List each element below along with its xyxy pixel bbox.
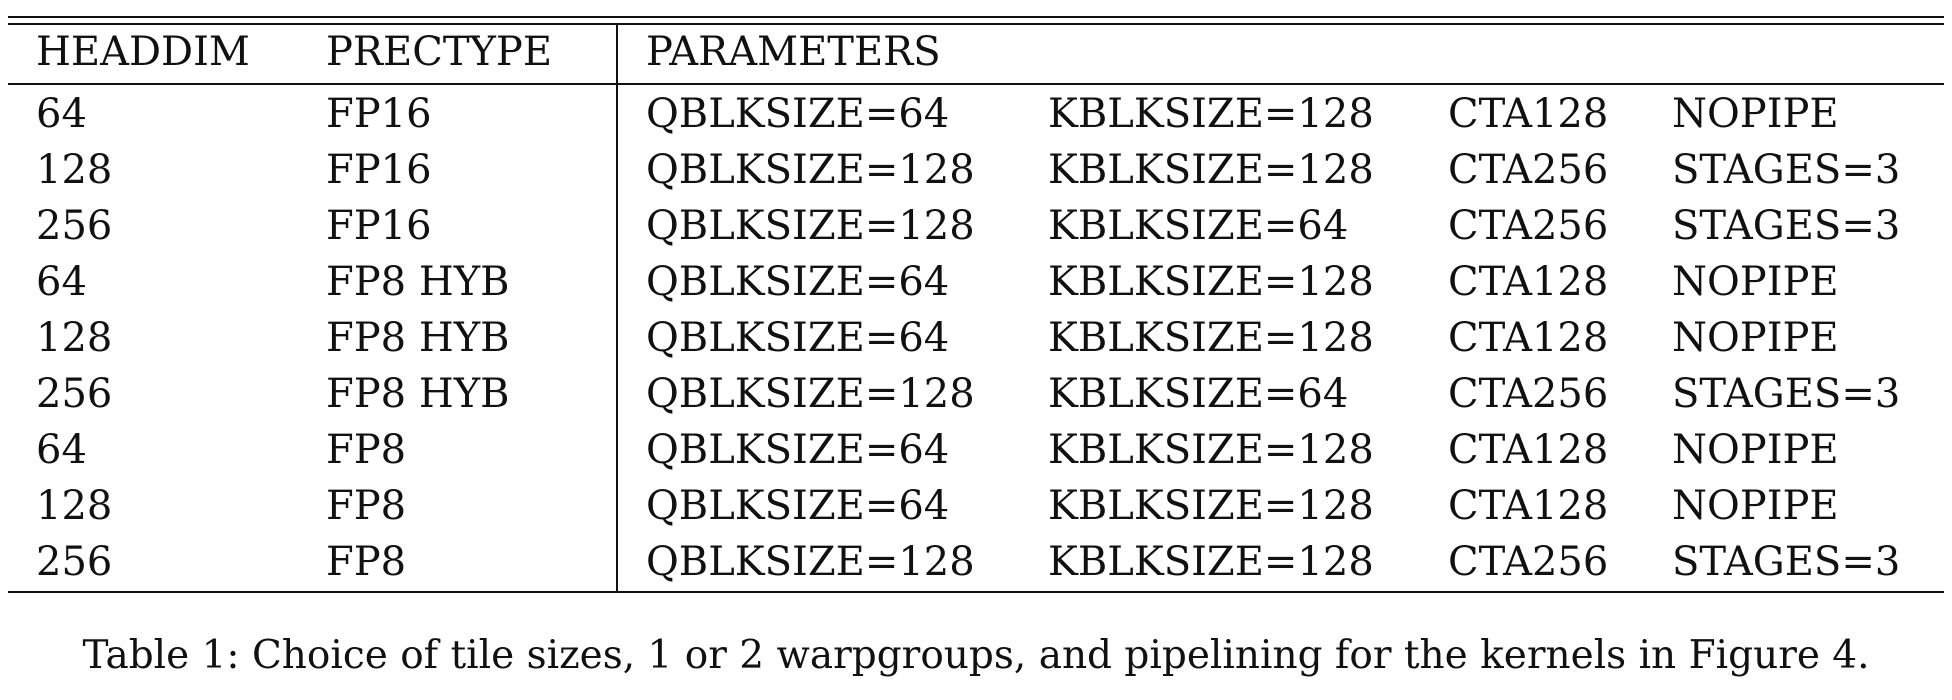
table-row: 64 FP16 QBLKSIZE=64 KBLKSIZE=128 CTA128 NOPIP… bbox=[8, 86, 1944, 142]
cell-prectype: FP8 HYB bbox=[326, 371, 510, 417]
cell-pipeline: STAGES=3 bbox=[1672, 371, 1901, 417]
table-top-rule-inner bbox=[8, 23, 1944, 25]
cell-pipeline: NOPIPE bbox=[1672, 315, 1839, 361]
cell-headdim: 128 bbox=[36, 147, 113, 193]
cell-headdim: 128 bbox=[36, 483, 113, 529]
cell-prectype: FP8 bbox=[326, 427, 407, 473]
table-top-rule-outer bbox=[8, 16, 1944, 18]
cell-prectype: FP16 bbox=[326, 91, 432, 137]
header-separator-rule bbox=[8, 83, 1944, 85]
cell-headdim: 64 bbox=[36, 91, 87, 137]
cell-cta: CTA128 bbox=[1448, 259, 1609, 305]
table-row: 128 FP16 QBLKSIZE=128 KBLKSIZE=128 CTA256 STA… bbox=[8, 142, 1944, 198]
cell-headdim: 64 bbox=[36, 427, 87, 473]
cell-cta: CTA128 bbox=[1448, 91, 1609, 137]
table-row: 256 FP16 QBLKSIZE=128 KBLKSIZE=64 CTA256 STAG… bbox=[8, 198, 1944, 254]
cell-prectype: FP8 HYB bbox=[326, 315, 510, 361]
cell-cta: CTA128 bbox=[1448, 315, 1609, 361]
cell-qblksize: QBLKSIZE=128 bbox=[646, 203, 975, 249]
cell-qblksize: QBLKSIZE=128 bbox=[646, 539, 975, 585]
cell-headdim: 256 bbox=[36, 539, 113, 585]
cell-kblksize: KBLKSIZE=128 bbox=[1048, 427, 1374, 473]
table-header-row: HEADDIM PRECTYPE PARAMETERS bbox=[8, 24, 1944, 80]
cell-qblksize: QBLKSIZE=128 bbox=[646, 147, 975, 193]
cell-pipeline: NOPIPE bbox=[1672, 259, 1839, 305]
table-row: 128 FP8 HYB QBLKSIZE=64 KBLKSIZE=128 CTA128 N… bbox=[8, 310, 1944, 366]
cell-kblksize: KBLKSIZE=128 bbox=[1048, 315, 1374, 361]
header-parameters: PARAMETERS bbox=[646, 29, 941, 75]
column-separator-rule bbox=[616, 25, 618, 591]
cell-qblksize: QBLKSIZE=64 bbox=[646, 315, 950, 361]
cell-kblksize: KBLKSIZE=128 bbox=[1048, 539, 1374, 585]
cell-pipeline: NOPIPE bbox=[1672, 483, 1839, 529]
cell-qblksize: QBLKSIZE=128 bbox=[646, 371, 975, 417]
cell-prectype: FP16 bbox=[326, 203, 432, 249]
cell-headdim: 256 bbox=[36, 203, 113, 249]
cell-cta: CTA256 bbox=[1448, 203, 1609, 249]
cell-kblksize: KBLKSIZE=64 bbox=[1048, 371, 1349, 417]
cell-pipeline: STAGES=3 bbox=[1672, 539, 1901, 585]
cell-cta: CTA256 bbox=[1448, 371, 1609, 417]
cell-qblksize: QBLKSIZE=64 bbox=[646, 427, 950, 473]
cell-kblksize: KBLKSIZE=64 bbox=[1048, 203, 1349, 249]
cell-qblksize: QBLKSIZE=64 bbox=[646, 91, 950, 137]
cell-pipeline: NOPIPE bbox=[1672, 427, 1839, 473]
cell-pipeline: NOPIPE bbox=[1672, 91, 1839, 137]
table-row: 256 FP8 QBLKSIZE=128 KBLKSIZE=128 CTA256 STAG… bbox=[8, 534, 1944, 590]
cell-qblksize: QBLKSIZE=64 bbox=[646, 483, 950, 529]
header-headdim: HEADDIM bbox=[36, 29, 250, 75]
table-row: 128 FP8 QBLKSIZE=64 KBLKSIZE=128 CTA128 NOPIP… bbox=[8, 478, 1944, 534]
cell-headdim: 128 bbox=[36, 315, 113, 361]
cell-qblksize: QBLKSIZE=64 bbox=[646, 259, 950, 305]
cell-cta: CTA128 bbox=[1448, 427, 1609, 473]
cell-kblksize: KBLKSIZE=128 bbox=[1048, 147, 1374, 193]
cell-kblksize: KBLKSIZE=128 bbox=[1048, 259, 1374, 305]
table-row: 64 FP8 HYB QBLKSIZE=64 KBLKSIZE=128 CTA128 NO… bbox=[8, 254, 1944, 310]
table-row: 256 FP8 HYB QBLKSIZE=128 KBLKSIZE=64 CTA256 S… bbox=[8, 366, 1944, 422]
cell-cta: CTA128 bbox=[1448, 483, 1609, 529]
header-prectype: PRECTYPE bbox=[326, 29, 553, 75]
cell-cta: CTA256 bbox=[1448, 539, 1609, 585]
cell-prectype: FP8 HYB bbox=[326, 259, 510, 305]
cell-pipeline: STAGES=3 bbox=[1672, 203, 1901, 249]
cell-prectype: FP8 bbox=[326, 539, 407, 585]
cell-prectype: FP16 bbox=[326, 147, 432, 193]
cell-pipeline: STAGES=3 bbox=[1672, 147, 1901, 193]
table-row: 64 FP8 QBLKSIZE=64 KBLKSIZE=128 CTA128 NOPIPE bbox=[8, 422, 1944, 478]
cell-prectype: FP8 bbox=[326, 483, 407, 529]
cell-kblksize: KBLKSIZE=128 bbox=[1048, 91, 1374, 137]
cell-headdim: 64 bbox=[36, 259, 87, 305]
table-bottom-rule bbox=[8, 591, 1944, 593]
cell-kblksize: KBLKSIZE=128 bbox=[1048, 483, 1374, 529]
table-caption: Table 1: Choice of tile sizes, 1 or 2 wa… bbox=[82, 633, 1870, 678]
cell-cta: CTA256 bbox=[1448, 147, 1609, 193]
cell-headdim: 256 bbox=[36, 371, 113, 417]
